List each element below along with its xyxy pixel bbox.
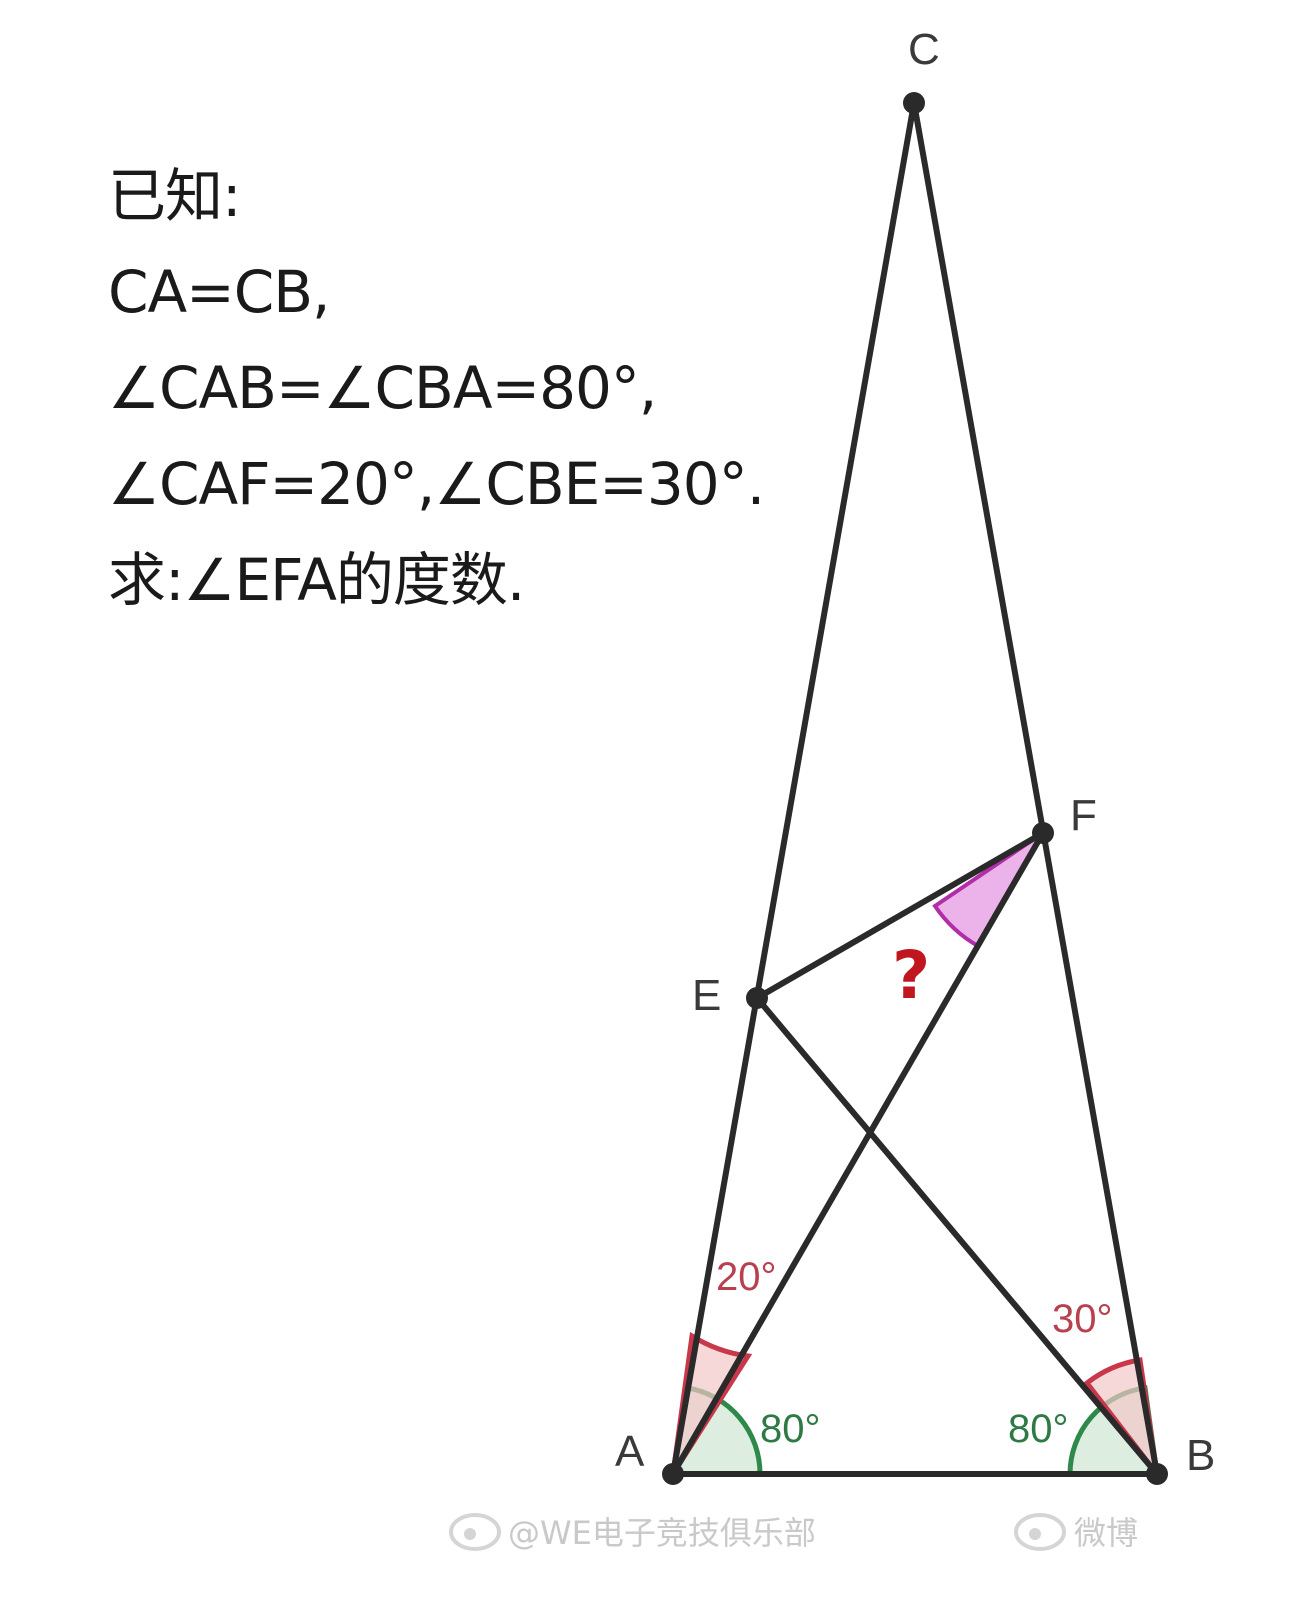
given-conditions: 已知: CA=CB, ∠CAB=∠CBA=80°, ∠CAF=20°,∠CBE=… bbox=[108, 148, 765, 628]
angle-cbe-label: 30° bbox=[1052, 1297, 1113, 1341]
segment-cb bbox=[911, 100, 1160, 1477]
point-b bbox=[1146, 1463, 1168, 1485]
watermark-text-right: 微博 bbox=[1074, 1514, 1138, 1552]
given-heading: 已知: bbox=[108, 162, 242, 230]
segment-ca bbox=[670, 100, 917, 1477]
segment-be bbox=[754, 995, 1160, 1477]
label-b: B bbox=[1186, 1431, 1215, 1480]
weibo-logo-icon-right bbox=[1014, 1513, 1066, 1551]
question-line: 求:∠EFA的度数. bbox=[108, 546, 525, 614]
point-e bbox=[746, 987, 768, 1009]
label-f: F bbox=[1070, 791, 1097, 840]
label-a: A bbox=[615, 1427, 645, 1476]
given-line-3: ∠CAF=20°,∠CBE=30°. bbox=[108, 450, 765, 518]
weibo-logo-icon bbox=[449, 1513, 501, 1551]
given-line-1: CA=CB, bbox=[108, 258, 331, 326]
segment-af bbox=[670, 830, 1046, 1477]
label-c: C bbox=[908, 25, 940, 74]
given-line-2: ∠CAB=∠CBA=80°, bbox=[108, 354, 657, 422]
angle-cab-label: 80° bbox=[760, 1407, 821, 1451]
angle-caf-label: 20° bbox=[716, 1255, 777, 1299]
angle-cba-label: 80° bbox=[1008, 1407, 1069, 1451]
point-f bbox=[1032, 822, 1054, 844]
label-e: E bbox=[692, 971, 721, 1020]
point-c bbox=[903, 92, 925, 114]
watermark-text: @WE电子竞技俱乐部 bbox=[508, 1514, 816, 1552]
segment-ef bbox=[754, 830, 1046, 1001]
point-a bbox=[662, 1463, 684, 1485]
unknown-angle-mark: ? bbox=[892, 937, 930, 1014]
